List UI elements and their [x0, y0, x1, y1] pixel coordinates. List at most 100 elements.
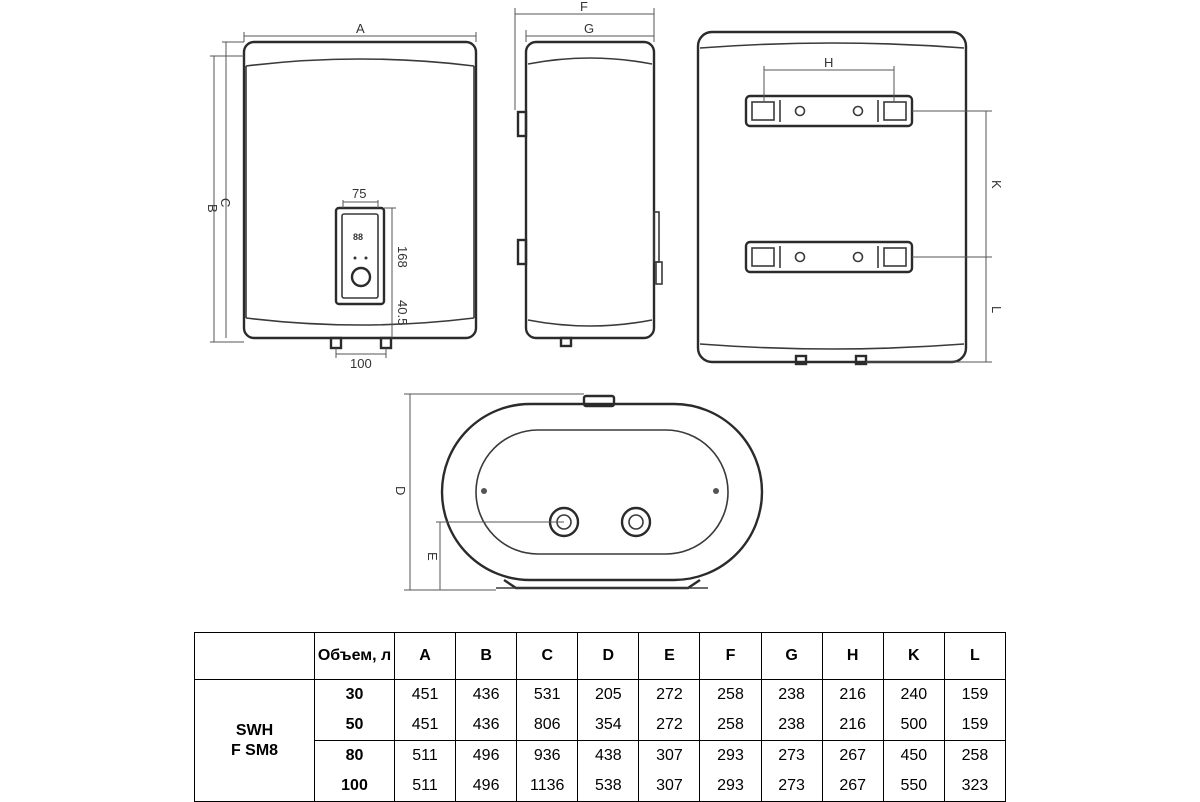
table-cell: 450: [882, 740, 945, 771]
volume-cell: 50: [314, 710, 395, 741]
table-cell: 267: [821, 740, 884, 771]
header-col: G: [760, 632, 823, 680]
header-empty-cell: [194, 632, 315, 680]
table-cell: 272: [638, 710, 701, 741]
header-col: L: [943, 632, 1007, 680]
header-col: D: [577, 632, 640, 680]
table-cell: 159: [943, 710, 1007, 741]
dim-label-k: K: [989, 180, 1004, 189]
table-cell: 451: [393, 679, 457, 710]
upper-mounting-bracket: [744, 94, 914, 128]
dimension-panel-width: 75: [342, 186, 379, 208]
table-cell: 216: [821, 679, 884, 710]
table-cell: 1136: [516, 771, 579, 802]
dim-label-c: C: [218, 198, 233, 207]
table-cell: 806: [516, 710, 579, 741]
table-row: 50 451 436 806 354 272 258 238 216 500 1…: [195, 710, 1007, 741]
table-cell: 354: [577, 710, 640, 741]
table-cell: 238: [760, 710, 823, 741]
dim-label-g: G: [584, 21, 594, 36]
table-cell: 272: [638, 679, 701, 710]
table-cell: 550: [882, 771, 945, 802]
dim-label-100: 100: [350, 356, 372, 371]
header-col: A: [393, 632, 457, 680]
table-cell: 496: [455, 771, 518, 802]
model-line-2: F SM8: [230, 741, 279, 759]
header-col: H: [821, 632, 884, 680]
table-cell: 496: [455, 740, 518, 771]
table-cell: 293: [699, 771, 762, 802]
dim-label-h: H: [824, 55, 833, 70]
dim-label-168: 168: [395, 246, 410, 268]
header-col: K: [882, 632, 945, 680]
header-volume: Объем, л: [314, 632, 395, 680]
table-cell: 307: [638, 740, 701, 771]
back-view: H K L: [696, 30, 1004, 366]
outlet-pipe-icon: [620, 506, 652, 538]
dim-label-f: F: [580, 0, 588, 14]
front-view: 88 A B C 75: [205, 21, 478, 371]
table-cell: 436: [455, 679, 518, 710]
dim-label-75: 75: [352, 186, 366, 201]
header-col: E: [638, 632, 701, 680]
table-cell: 205: [577, 679, 640, 710]
model-line-1: SWH: [235, 721, 274, 739]
dim-label-e: E: [425, 552, 440, 561]
table-cell: 500: [882, 710, 945, 741]
table-cell: 323: [943, 771, 1007, 802]
table-cell: 538: [577, 771, 640, 802]
header-col: B: [455, 632, 518, 680]
led-left-icon: [353, 256, 357, 260]
dimension-d: D: [393, 393, 584, 591]
table-cell: 436: [455, 710, 518, 741]
table-cell: 258: [699, 710, 762, 741]
table-cell: 531: [516, 679, 579, 710]
header-col: F: [699, 632, 762, 680]
dimension-a: A: [243, 21, 477, 42]
table-cell: 511: [393, 740, 457, 771]
volume-cell: 80: [314, 740, 395, 771]
table-cell: 451: [393, 710, 457, 741]
table-cell: 216: [821, 710, 884, 741]
dim-label-l: L: [989, 306, 1004, 313]
dimension-h: H: [763, 55, 895, 102]
control-panel-display: 88: [353, 232, 363, 242]
dimension-c: C: [218, 41, 244, 338]
dimension-l: L: [866, 257, 1004, 363]
knob-icon: [350, 266, 372, 288]
table-row: SWH F SM8 30 451 436 531 205 272 258 238…: [194, 679, 1007, 802]
table-cell: 273: [760, 740, 823, 771]
side-view: F G: [514, 0, 663, 348]
table-cell: 273: [760, 771, 823, 802]
table-cell: 307: [638, 771, 701, 802]
dim-label-a: A: [356, 21, 365, 36]
table-cell: 240: [882, 679, 945, 710]
table-row: 100 511 496 1136 538 307 293 273 267 550…: [195, 771, 1007, 802]
table-header-row: Объем, л A B C D E F G H K L: [194, 632, 1007, 680]
dimension-panel-height: 168: [384, 207, 410, 304]
dim-label-b: B: [205, 204, 220, 213]
table-cell: 258: [943, 740, 1007, 771]
dimension-b: B: [205, 55, 244, 343]
table-cell: 159: [943, 679, 1007, 710]
volume-cell: 30: [314, 679, 395, 710]
model-cell: SWH F SM8: [194, 679, 315, 802]
header-col: C: [516, 632, 579, 680]
table-cell: 267: [821, 771, 884, 802]
volume-cell: 100: [314, 771, 395, 802]
led-right-icon: [364, 256, 368, 260]
dimension-e: E: [425, 521, 564, 590]
dimension-g: G: [525, 21, 654, 42]
table-cell: 293: [699, 740, 762, 771]
dim-label-40-5: 40.5: [395, 300, 410, 325]
dimension-pipe-spacing: 100: [335, 348, 387, 371]
table-cell: 238: [760, 679, 823, 710]
dim-label-d: D: [393, 486, 408, 495]
lower-mounting-bracket: [744, 240, 914, 274]
bottom-view: D E: [393, 393, 764, 591]
dimension-k: K: [912, 110, 1004, 258]
control-panel: 88: [334, 206, 386, 306]
table-cell: 438: [577, 740, 640, 771]
table-cell: 511: [393, 771, 457, 802]
dimension-f: F: [514, 0, 655, 110]
